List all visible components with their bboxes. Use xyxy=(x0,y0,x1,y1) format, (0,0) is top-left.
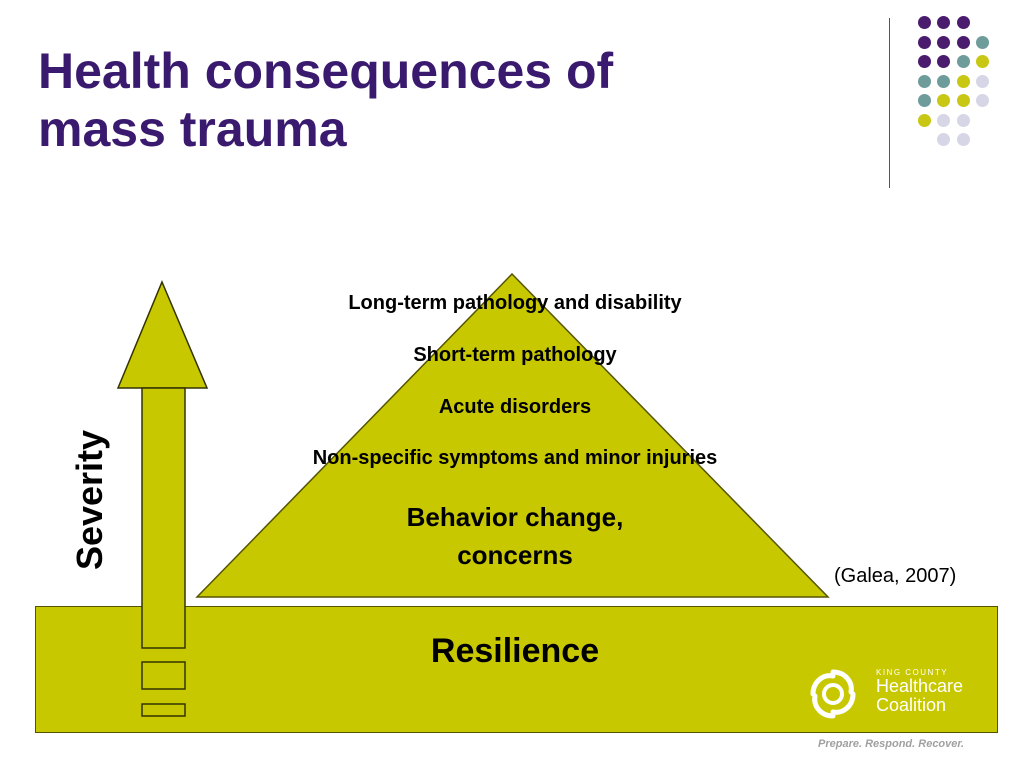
decorative-dot xyxy=(917,35,931,49)
logo-org-line-2: Coalition xyxy=(876,695,947,715)
decorative-dot xyxy=(937,16,950,29)
pyramid-shape xyxy=(195,272,830,598)
decorative-dot xyxy=(956,35,970,49)
citation: (Galea, 2007) xyxy=(834,565,957,587)
decorative-dot xyxy=(956,94,970,107)
arrow-segment-2 xyxy=(141,703,186,717)
logo-tagline: Prepare. Respond. Recover. xyxy=(818,738,965,750)
logo-org-line-1: Healthcare xyxy=(876,676,964,696)
decorative-dot xyxy=(976,55,989,68)
pyramid-base-level: Behavior change, concerns xyxy=(200,498,830,574)
decorative-dot xyxy=(937,94,950,107)
decorative-dot-grid xyxy=(905,12,1015,172)
decorative-dot xyxy=(937,55,950,68)
coalition-swirl-icon xyxy=(810,669,856,719)
slide-title-line-2: mass trauma xyxy=(38,101,347,157)
decorative-dot xyxy=(937,113,950,127)
title-divider xyxy=(889,18,890,188)
slide-title-line-1: Health consequences of xyxy=(38,43,614,99)
decorative-dot xyxy=(917,113,931,127)
decorative-dot xyxy=(956,16,970,29)
severity-pyramid xyxy=(195,272,830,598)
decorative-dot xyxy=(976,35,989,49)
decorative-dot xyxy=(956,113,970,127)
severity-label-text: Severity xyxy=(69,429,110,571)
pyramid-base-line-1: Behavior change, xyxy=(406,502,624,532)
arrow-head xyxy=(116,280,209,389)
resilience-label: Resilience xyxy=(430,632,600,670)
decorative-dot xyxy=(956,74,970,88)
decorative-dot xyxy=(917,16,931,29)
pyramid-level-4: Non-specific symptoms and minor injuries xyxy=(312,447,718,469)
decorative-dot xyxy=(937,74,950,88)
arrow-shaft xyxy=(141,387,186,649)
decorative-dot xyxy=(937,35,950,49)
pyramid-base-line-2: concerns xyxy=(457,540,573,570)
decorative-dot xyxy=(956,55,970,68)
decorative-dot xyxy=(976,74,989,88)
arrow-segment-1 xyxy=(141,661,186,690)
pyramid-level-3: Acute disorders xyxy=(438,396,592,418)
decorative-dot xyxy=(937,133,950,146)
slide-title: Health consequences of mass trauma xyxy=(38,42,613,158)
decorative-dot xyxy=(976,94,989,107)
pyramid-level-1: Long-term pathology and disability xyxy=(348,292,682,314)
decorative-dot xyxy=(917,55,931,68)
decorative-dot xyxy=(917,74,931,88)
decorative-dot xyxy=(917,94,931,107)
pyramid-level-2: Short-term pathology xyxy=(413,344,617,366)
coalition-logo-text: KING COUNTY Healthcare Coalition xyxy=(876,668,963,715)
logo-org-small: KING COUNTY xyxy=(876,668,949,677)
decorative-dot xyxy=(956,133,970,146)
severity-arrow xyxy=(116,280,209,717)
